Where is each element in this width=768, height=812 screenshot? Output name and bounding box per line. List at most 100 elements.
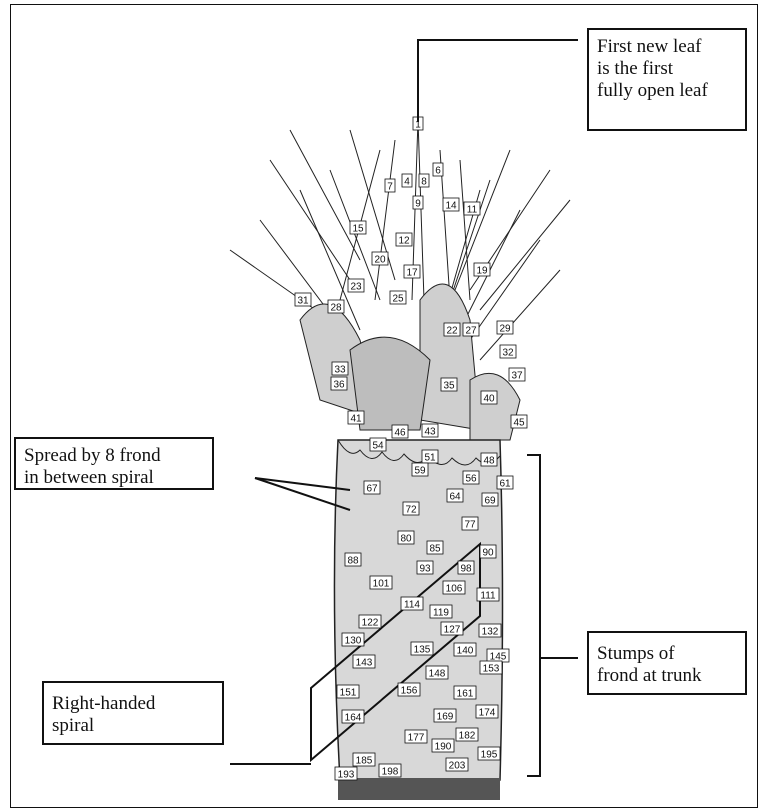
frond-label-text: 148 <box>429 669 446 680</box>
frond-label-111: 111 <box>477 588 499 602</box>
frond-label-text: 203 <box>449 761 466 772</box>
frond-label-text: 198 <box>382 767 399 778</box>
frond-label-106: 106 <box>443 581 465 595</box>
frond-label-text: 27 <box>465 326 477 337</box>
frond-label-text: 28 <box>330 303 342 314</box>
callout-spiral: Right-handed spiral <box>42 681 224 745</box>
frond-label-text: 35 <box>443 381 455 392</box>
frond-label-12: 12 <box>396 233 412 247</box>
frond-label-text: 122 <box>362 618 379 629</box>
frond-label-text: 80 <box>400 534 412 545</box>
frond-label-193: 193 <box>335 767 357 781</box>
frond-label-77: 77 <box>462 517 478 531</box>
frond-label-98: 98 <box>458 561 474 575</box>
frond-label-182: 182 <box>456 728 478 742</box>
callout-spiral-line-1: Right-handed <box>52 693 214 715</box>
frond-label-190: 190 <box>432 739 454 753</box>
callout-first-leaf-line-1: First new leaf <box>597 36 737 58</box>
callout-spiral-line-2: spiral <box>52 715 214 737</box>
frond-label-119: 119 <box>430 605 452 619</box>
frond-label-text: 185 <box>356 756 373 767</box>
frond-label-text: 132 <box>482 627 499 638</box>
frond-label-text: 33 <box>334 365 346 376</box>
frond-label-text: 77 <box>464 520 476 531</box>
frond-label-text: 59 <box>414 466 426 477</box>
frond-label-text: 51 <box>424 453 436 464</box>
frond-label-text: 41 <box>350 414 362 425</box>
frond-label-185: 185 <box>353 753 375 767</box>
callout-spread-line-2: in between spiral <box>24 467 204 489</box>
frond-label-text: 12 <box>398 236 410 247</box>
frond-label-text: 8 <box>421 177 427 188</box>
frond-label-17: 17 <box>404 265 420 279</box>
frond-label-text: 151 <box>340 688 357 699</box>
callout-stumps: Stumps of frond at trunk <box>587 631 747 695</box>
frond-label-text: 93 <box>419 564 431 575</box>
frond-label-text: 46 <box>394 428 406 439</box>
frond-label-72: 72 <box>403 502 419 516</box>
frond-label-text: 182 <box>459 731 476 742</box>
frond-label-text: 31 <box>297 296 309 307</box>
frond-label-text: 64 <box>449 492 461 503</box>
frond-label-195: 195 <box>478 747 500 761</box>
frond-label-127: 127 <box>441 622 463 636</box>
frond-label-text: 106 <box>446 584 463 595</box>
frond-label-text: 88 <box>347 556 359 567</box>
frond-label-48: 48 <box>481 453 497 467</box>
callout-first-leaf-line-3: fully open leaf <box>597 80 737 102</box>
frond-label-15: 15 <box>350 221 366 235</box>
frond-label-text: 61 <box>499 479 511 490</box>
frond-label-text: 4 <box>404 177 410 188</box>
frond-label-text: 161 <box>457 689 474 700</box>
frond-label-143: 143 <box>353 655 375 669</box>
frond-label-25: 25 <box>390 291 406 305</box>
frond-label-46: 46 <box>392 425 408 439</box>
frond-label-text: 85 <box>429 544 441 555</box>
frond-label-text: 67 <box>366 484 378 495</box>
frond-label-23: 23 <box>348 279 364 293</box>
frond-label-169: 169 <box>434 709 456 723</box>
frond-label-67: 67 <box>364 481 380 495</box>
frond-label-88: 88 <box>345 553 361 567</box>
frond-label-32: 32 <box>500 345 516 359</box>
frond-label-140: 140 <box>454 643 476 657</box>
frond-label-122: 122 <box>359 615 381 629</box>
callout-stumps-line-1: Stumps of <box>597 643 737 665</box>
frond-label-6: 6 <box>433 163 443 177</box>
frond-label-text: 140 <box>457 646 474 657</box>
frond-label-text: 40 <box>483 394 495 405</box>
frond-label-130: 130 <box>342 633 364 647</box>
frond-label-114: 114 <box>401 597 423 611</box>
frond-label-text: 193 <box>338 770 355 781</box>
frond-label-text: 127 <box>444 625 461 636</box>
frond-label-text: 23 <box>350 282 362 293</box>
frond-label-56: 56 <box>463 471 479 485</box>
frond-label-text: 56 <box>465 474 477 485</box>
frond-label-text: 7 <box>387 182 393 193</box>
frond-label-text: 177 <box>408 733 425 744</box>
frond-label-85: 85 <box>427 541 443 555</box>
frond-label-14: 14 <box>443 198 459 212</box>
frond-label-198: 198 <box>379 764 401 778</box>
frond-label-text: 45 <box>513 418 525 429</box>
frond-label-text: 19 <box>476 266 488 277</box>
frond-label-22: 22 <box>444 323 460 337</box>
frond-label-text: 169 <box>437 712 454 723</box>
frond-label-text: 48 <box>483 456 495 467</box>
frond-label-41: 41 <box>348 411 364 425</box>
frond-label-4: 4 <box>402 174 412 188</box>
frond-label-8: 8 <box>419 174 429 188</box>
frond-label-text: 37 <box>511 371 523 382</box>
frond-label-51: 51 <box>422 450 438 464</box>
frond-label-text: 114 <box>404 600 420 611</box>
frond-label-text: 174 <box>479 708 496 719</box>
frond-label-61: 61 <box>497 476 513 490</box>
frond-label-20: 20 <box>372 252 388 266</box>
frond-label-text: 11 <box>467 205 478 216</box>
frond-label-43: 43 <box>422 424 438 438</box>
frond-label-177: 177 <box>405 730 427 744</box>
callout-spread-line-1: Spread by 8 frond <box>24 445 204 467</box>
frond-label-text: 153 <box>483 664 500 675</box>
frond-label-text: 54 <box>372 441 384 452</box>
frond-label-164: 164 <box>342 710 364 724</box>
